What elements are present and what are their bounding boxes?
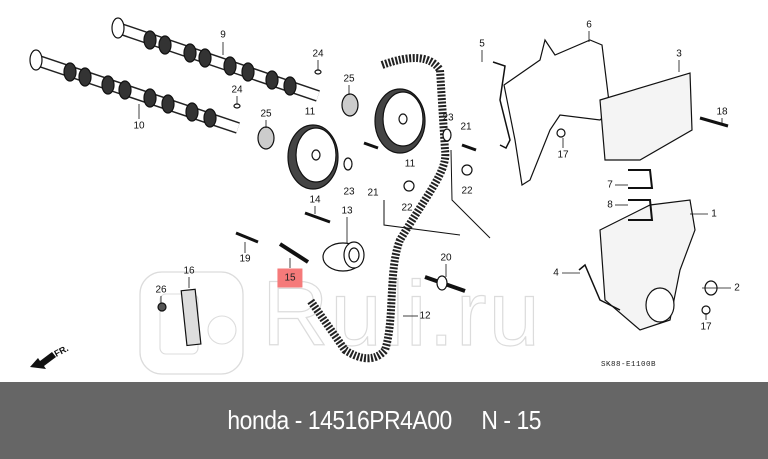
watermark-text: Ruli.ru bbox=[261, 262, 542, 365]
callout-label[interactable]: 19 bbox=[239, 253, 251, 265]
parts-drawing bbox=[29, 17, 731, 369]
callout-label-highlighted[interactable]: 15 bbox=[277, 268, 303, 288]
callout-label[interactable]: 13 bbox=[341, 205, 353, 217]
part-info-bar: honda - 14516PR4A00 N - 15 bbox=[0, 382, 768, 459]
callout-label[interactable]: 4 bbox=[553, 267, 559, 279]
cam-pulley-left-shape bbox=[287, 124, 339, 190]
callout-label[interactable]: 7 bbox=[607, 179, 613, 191]
callout-label[interactable]: 2 bbox=[734, 282, 740, 294]
callout-label[interactable]: 5 bbox=[479, 38, 485, 50]
callout-label[interactable]: 21 bbox=[460, 121, 472, 133]
camshaft-10-shape bbox=[29, 49, 240, 134]
callout-label[interactable]: 12 bbox=[419, 310, 431, 322]
diagram-code: SK88-E1100B bbox=[601, 361, 657, 369]
callout-label[interactable]: 25 bbox=[260, 108, 272, 120]
callout-label[interactable]: 23 bbox=[442, 112, 454, 124]
callout-label[interactable]: 11 bbox=[404, 158, 416, 170]
callout-label[interactable]: 24 bbox=[231, 84, 243, 96]
parts-diagram: Ruli.ru bbox=[29, 17, 740, 375]
callout-label[interactable]: 16 bbox=[183, 265, 195, 277]
callout-label[interactable]: 14 bbox=[309, 194, 321, 206]
callout-label[interactable]: 25 bbox=[343, 73, 355, 85]
callout-label[interactable]: 22 bbox=[401, 202, 413, 214]
tensioner-13-shape bbox=[322, 241, 365, 272]
callout-label[interactable]: 6 bbox=[586, 19, 592, 31]
front-direction-arrow bbox=[30, 352, 56, 369]
callout-label[interactable]: 26 bbox=[155, 284, 167, 296]
callout-label[interactable]: 17 bbox=[700, 321, 712, 333]
callout-label[interactable]: 11 bbox=[304, 106, 316, 118]
callout-label[interactable]: 23 bbox=[343, 186, 355, 198]
callout-label[interactable]: 3 bbox=[676, 48, 682, 60]
callout-label[interactable]: 22 bbox=[461, 185, 473, 197]
callout-label[interactable]: 20 bbox=[440, 252, 452, 264]
callout-label[interactable]: 9 bbox=[220, 29, 226, 41]
callout-label[interactable]: 17 bbox=[557, 149, 569, 161]
callout-label[interactable]: 24 bbox=[312, 48, 324, 60]
callout-label[interactable]: 18 bbox=[716, 106, 728, 118]
callout-label[interactable]: 21 bbox=[367, 187, 379, 199]
cam-pulley-right-shape bbox=[374, 88, 426, 154]
part-info-text: honda - 14516PR4A00 N - 15 bbox=[227, 405, 541, 435]
callout-label[interactable]: 8 bbox=[607, 199, 613, 211]
callout-label[interactable]: 10 bbox=[133, 120, 145, 132]
callout-label[interactable]: 1 bbox=[711, 208, 717, 220]
camshaft-9-shape bbox=[111, 17, 320, 102]
